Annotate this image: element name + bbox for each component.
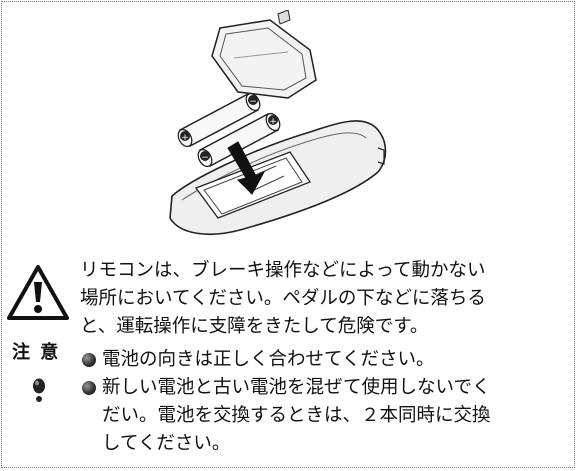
battery-2-minus-mark: −: [201, 153, 209, 163]
insert-arrow-icon: [227, 141, 266, 195]
warning-line-3: と、運転操作に支障をきたして危険です。: [80, 316, 429, 337]
caution-label: 注 意: [12, 342, 61, 363]
caution-item-1-line-1: 電池の向きは正しく合わせてください。: [102, 349, 435, 370]
battery-2: − +: [197, 112, 281, 168]
warning-line-1: リモコンは、ブレーキ操作などによって動かない: [80, 260, 486, 281]
battery-cover: [211, 10, 317, 99]
battery-1-plus-mark: +: [181, 133, 189, 143]
battery-1: + −: [177, 92, 261, 148]
caution-item-battery-direction: 電池の向きは正しく合わせてください。: [80, 346, 570, 374]
caution-item-2-line-1: 新しい電池と古い電池を混ぜて使用しないでく: [102, 377, 491, 398]
caution-list: 電池の向きは正しく合わせてください。 新しい電池と古い電池を混ぜて使用しないでく…: [80, 346, 570, 458]
caution-item-2-line-2: だい。電池を交換するときは、２本同時に交換: [102, 405, 491, 426]
remote-battery-illustration: + − − +: [169, 10, 387, 236]
warning-triangle-icon: [7, 265, 69, 320]
warning-text: リモコンは、ブレーキ操作などによって動かない 場所においてください。ペダルの下な…: [80, 257, 570, 341]
battery-1-minus-mark: −: [249, 97, 257, 107]
exclamation-bulb-icon: [33, 378, 45, 402]
warning-line-2: 場所においてください。ペダルの下などに落ちる: [80, 288, 486, 309]
caution-item-battery-mixing: 新しい電池と古い電池を混ぜて使用しないでく だい。電池を交換するときは、２本同時…: [80, 374, 570, 458]
caution-item-2-line-3: してください。: [102, 433, 231, 454]
battery-2-plus-mark: +: [269, 117, 277, 127]
